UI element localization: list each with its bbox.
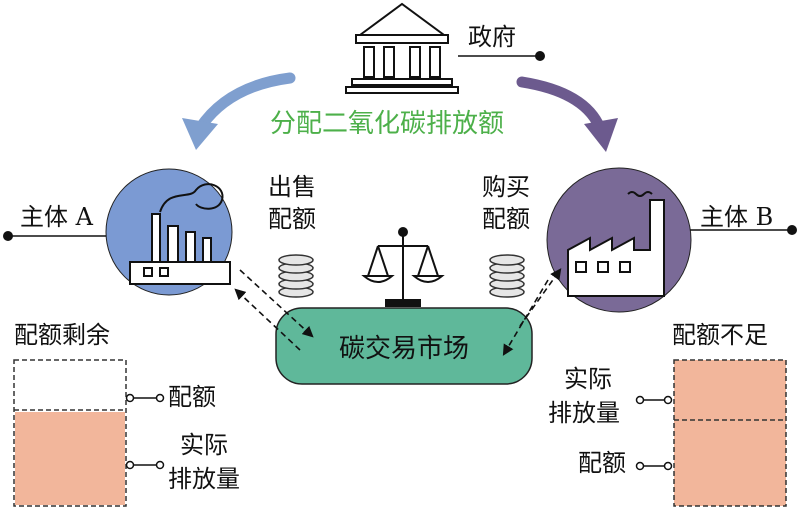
government-building-icon [345, 2, 459, 94]
entity-a-dot [3, 231, 13, 241]
shortage-pointers [635, 395, 673, 471]
coins-right-icon [489, 254, 525, 298]
allocate-emission-label: 分配二氧化碳排放额 [270, 109, 505, 139]
balance-scale-icon [361, 227, 445, 307]
surplus-emission-label-line2: 排放量 [168, 465, 240, 493]
entity-b-action-line2: 配额 [482, 205, 530, 233]
surplus-quota-label: 配额 [168, 383, 216, 411]
entity-b-action-line1: 购买 [482, 173, 530, 201]
surplus-pointers [125, 393, 165, 470]
coins-left-icon [278, 254, 314, 298]
surplus-quota-box [13, 359, 127, 507]
government-label: 政府 [468, 23, 516, 51]
entity-a-label: 主体 A [20, 203, 93, 231]
shortage-emission-box [673, 359, 787, 507]
allocate-arrow-left [182, 72, 296, 150]
factory-b-icon [567, 191, 665, 297]
carbon-market-label: 碳交易市场 [338, 333, 469, 364]
trade-arrows-a [234, 269, 314, 351]
entity-b-dot [787, 225, 797, 235]
surplus-emission-label-line1: 实际 [180, 431, 228, 459]
shortage-emission-label-line1: 实际 [564, 365, 612, 393]
shortage-title: 配额不足 [672, 321, 768, 349]
market-box [275, 307, 533, 385]
entity-a-action-line1: 出售 [268, 173, 316, 201]
entity-b-label: 主体 B [700, 203, 774, 231]
surplus-emission-fill [15, 412, 125, 505]
government-dot [535, 51, 545, 61]
shortage-quota-label: 配额 [578, 449, 626, 477]
shortage-emission-label-line2: 排放量 [548, 399, 620, 427]
surplus-title: 配额剩余 [14, 321, 110, 349]
trade-arrows-b [502, 268, 562, 356]
factory-a-icon [129, 183, 231, 285]
entity-a-action-line2: 配额 [268, 205, 316, 233]
allocate-arrow-right [516, 76, 618, 152]
